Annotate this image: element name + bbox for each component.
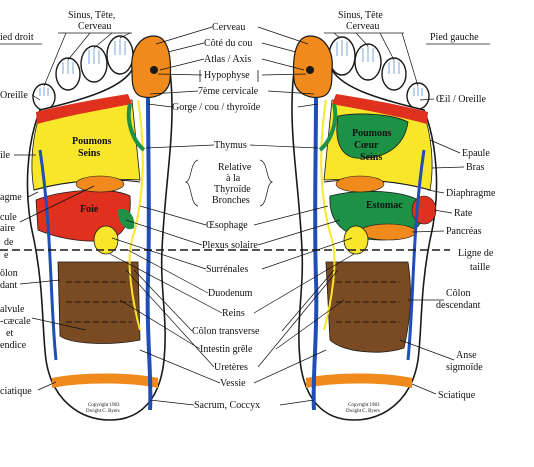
left-label-valvule-1: alvule (0, 304, 25, 315)
left-label-colon-1: ôlon (0, 268, 18, 279)
right-foot-liver-label: Foie (80, 204, 99, 215)
right-label-ligne-2: taille (470, 262, 491, 273)
label-plexus: Plexus solaire (202, 240, 258, 251)
label-reins: Reins (222, 308, 245, 319)
label-gorge: Gorge / cou / thyroïde (172, 102, 261, 113)
label-cote-du-cou: Côté du cou (204, 38, 252, 49)
left-label-oreille: Oreille (0, 90, 28, 101)
right-label-sciatique: Sciatique (438, 390, 476, 401)
label-oesophage: Œsophage (206, 220, 248, 231)
label-vessie: Vessie (220, 378, 246, 389)
right-foot-shoulder-region (36, 94, 132, 124)
right-foot-spine (145, 97, 153, 411)
right-label-sinus-2: Cerveau (346, 21, 379, 32)
label-atlas-axis: Atlas / Axis (204, 54, 251, 65)
label-relative-2: à la (226, 173, 241, 184)
left-label-vesicule-2: aire (0, 223, 16, 234)
left-foot-stomach-label: Estomac (366, 200, 403, 211)
right-label-colon-1: Côlon (446, 288, 470, 299)
left-label-ligne-1: de (4, 237, 14, 248)
left-foot-lungs-label-3: Seins (360, 152, 382, 163)
label-cerveau: Cerveau (212, 22, 245, 33)
left-label-sciatique: ciatique (0, 386, 32, 397)
label-hypophyse: Hypophyse (204, 70, 250, 81)
right-foot-colon (57, 261, 141, 344)
label-duodenum: Duodenum (208, 288, 253, 299)
left-foot-big-toe (292, 35, 333, 99)
right-foot-gallbladder (75, 175, 125, 193)
header-right-foot: ied droit (0, 32, 34, 43)
left-foot-copyright-1: Copyright 1983 (348, 403, 380, 408)
right-side-labels: Sinus, Tête Cerveau Œil / Oreille Epaule… (324, 10, 496, 401)
label-intestin: Intestin grêle (200, 344, 253, 355)
left-label-diaphragme: agme (0, 192, 22, 203)
right-foot-big-toe (131, 35, 172, 99)
left-label-sinus-1: Sinus, Tête, (68, 10, 115, 21)
right-label-rate: Rate (454, 208, 473, 219)
right-label-ligne-1: Ligne de (458, 248, 494, 259)
label-ureteres: Uretères (214, 362, 248, 373)
left-foot-sciatic (306, 373, 412, 388)
left-label-epaule: ile (0, 150, 11, 161)
right-label-diaphragme: Diaphragme (446, 188, 496, 199)
label-relative-4: Bronches (212, 195, 250, 206)
right-label-anse-1: Anse (456, 350, 477, 361)
right-foot-copyright-1: Copyright 1983 (88, 403, 120, 408)
right-foot-pituitary-dot (150, 66, 158, 74)
center-labels: Cerveau Côté du cou Atlas / Axis Hypophy… (172, 22, 261, 411)
left-foot-spine (311, 97, 319, 411)
left-label-valvule-3: et (6, 328, 13, 339)
right-foot-sciatic (52, 373, 158, 388)
label-cervicale: 7ème cervicale (198, 86, 259, 97)
left-foot: Copyright 1983 Dwight C. Byers Poumons C… (291, 35, 438, 421)
right-label-anse-2: sigmoïde (446, 362, 483, 373)
left-foot-colon (325, 261, 411, 353)
right-label-colon-2: descendant (436, 300, 481, 311)
right-label-bras: Bras (466, 162, 484, 173)
right-label-epaule: Epaule (462, 148, 490, 159)
left-label-vesicule-1: cule (0, 212, 17, 223)
header-left-foot: Pied gauche (430, 32, 479, 43)
label-thymus: Thymus (214, 140, 247, 151)
right-label-pancreas: Pancréas (446, 226, 482, 237)
label-sacrum: Sacrum, Coccyx (194, 400, 260, 411)
left-foot-gallbladder (335, 175, 385, 193)
right-label-oeil-oreille: Œil / Oreille (436, 94, 487, 105)
left-foot-copyright-2: Dwight C. Byers (346, 409, 380, 414)
leader-lines (14, 26, 465, 406)
left-label-valvule-2: -cæcale (0, 316, 31, 327)
right-foot-copyright-2: Dwight C. Byers (86, 409, 120, 414)
left-foot-pancreas (359, 223, 417, 241)
right-foot-green-region (118, 208, 135, 230)
label-colon-transverse: Côlon transverse (192, 326, 260, 337)
left-label-sinus-2: Cerveau (78, 21, 111, 32)
left-label-ligne-2: e (4, 250, 9, 261)
left-side-labels: Sinus, Tête, Cerveau Oreille ile agme cu… (0, 10, 132, 397)
right-foot-lungs-label-1: Poumons (72, 136, 112, 147)
left-foot-pituitary-dot (306, 66, 314, 74)
left-foot-adrenal (343, 225, 369, 255)
label-relative-1: Relative (218, 162, 252, 173)
left-label-colon-2: dant (0, 280, 17, 291)
right-label-sinus-1: Sinus, Tête (338, 10, 383, 21)
label-relative-3: Thyroïde (214, 184, 251, 195)
left-foot-heart-region (336, 113, 409, 159)
left-foot-lungs-label-2: Cœur (354, 140, 379, 151)
left-foot-shoulder-region (332, 94, 428, 124)
right-foot-lungs-label-2: Seins (78, 148, 100, 159)
right-foot: Copyright 1983 Dwight C. Byers Poumons S… (26, 35, 173, 421)
label-surrenales: Surrénales (206, 264, 248, 275)
left-label-valvule-4: endice (0, 340, 27, 351)
left-foot-lungs-label-1: Poumons (352, 128, 392, 139)
